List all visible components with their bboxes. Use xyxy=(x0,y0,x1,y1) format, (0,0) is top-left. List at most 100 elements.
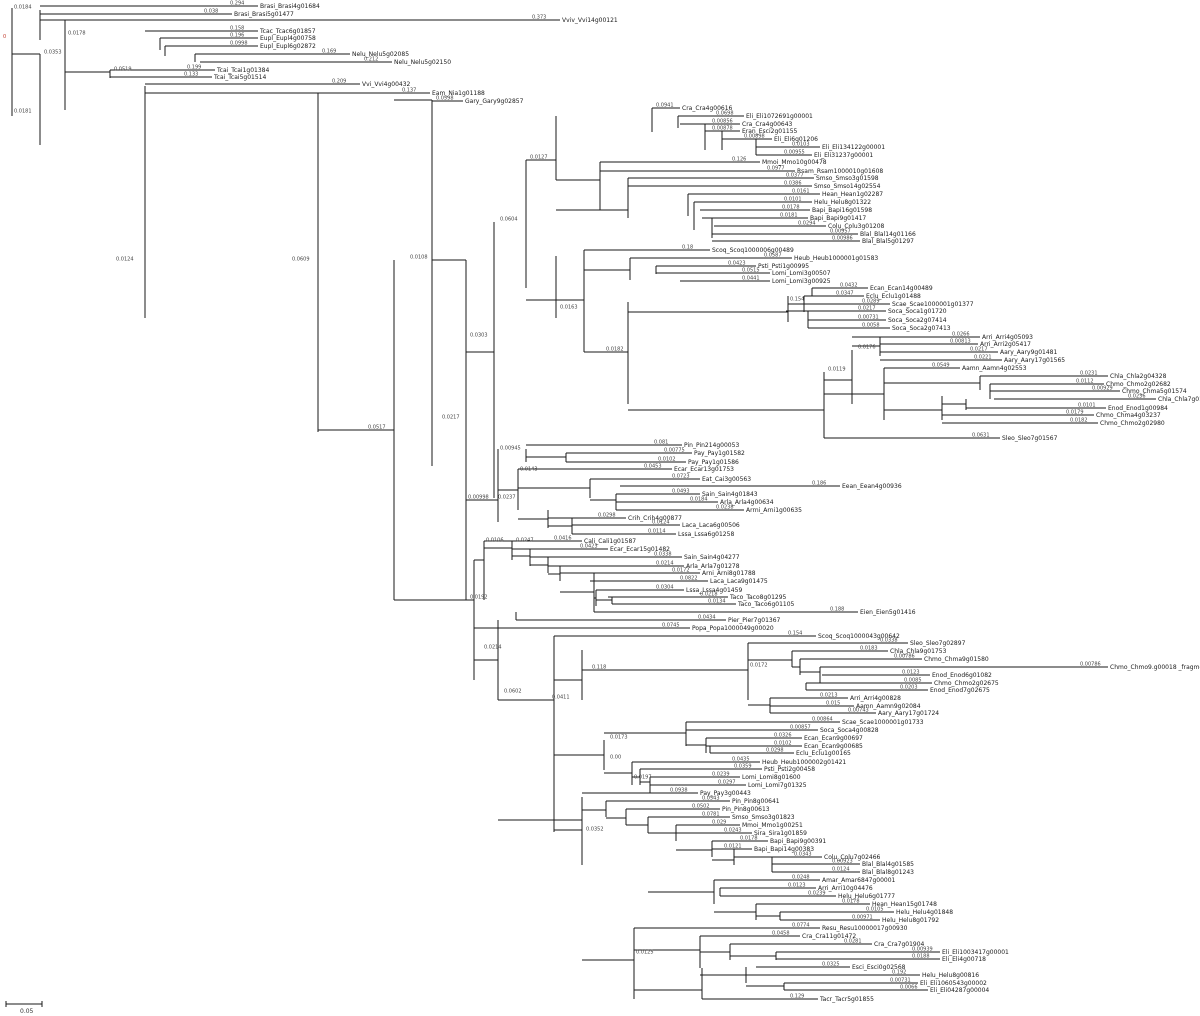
node-support-label: 0.0217 xyxy=(442,415,460,421)
leaf-label: Pay_Pay1g01586 xyxy=(688,459,739,466)
branch-length-label: 0.0217 xyxy=(858,306,876,312)
branch-length-label: 0.00786 xyxy=(894,654,915,660)
leaf-label: Eupl_Eupl4g00758 xyxy=(260,35,316,42)
branch-length-label: 0.0238 xyxy=(716,505,734,511)
leaf-label: Lomi_Lomi3g00925 xyxy=(772,278,831,285)
leaf-label: Hean_Hean15g01748 xyxy=(872,901,937,908)
leaf-label: Smso_Smso14g02554 xyxy=(814,183,881,190)
branch-length-label: 0.0178 xyxy=(782,205,800,211)
leaf-labels: Brasi_Brasi4g01684Brasi_Brasi5g01477Vviv… xyxy=(213,3,1200,1003)
node-support-label: 0.0125 xyxy=(636,950,654,956)
branch-length-label: 0.00878 xyxy=(712,126,733,132)
branch-length-label: 0.00957 xyxy=(830,229,851,235)
branch-length-label: 0.0745 xyxy=(662,623,680,629)
branch-length-label: 0.0123 xyxy=(902,670,920,676)
branch-length-label: 0.0124 xyxy=(652,520,670,526)
branch-length-label: 0.015 xyxy=(826,701,840,707)
branch-length-label: 0.0502 xyxy=(692,804,710,810)
branch-length-label: 0.0543 xyxy=(702,796,720,802)
branch-length-label: 0.0549 xyxy=(932,363,950,369)
leaf-label: Psti_Psti2g00458 xyxy=(764,766,815,773)
leaf-label: Taco_Taco6g01105 xyxy=(737,601,795,608)
node-support-label: 0.0517 xyxy=(368,425,386,431)
node-support-label: 0.00945 xyxy=(500,446,521,452)
branch-length-label: 0.0181 xyxy=(780,213,798,219)
node-support-label: 0.0192 xyxy=(470,595,488,601)
branch-length-label: 0.0124 xyxy=(832,867,850,873)
node-support-label: 0.0247 xyxy=(516,538,534,544)
branch-length-label: 0.00929 xyxy=(1092,386,1113,392)
branch-length-label: 0.0236 xyxy=(1128,394,1146,400)
branch-length-label: 0.0101 xyxy=(1078,403,1096,409)
leaf-label: Sira_Sira1g01859 xyxy=(754,830,807,837)
node-support-label: 0.0173 xyxy=(610,735,628,741)
branch-length-label: 0.0203 xyxy=(900,685,918,691)
branch-length-label: 0.00786 xyxy=(1080,662,1101,668)
leaf-label: Pay_Pay3g00443 xyxy=(700,790,751,797)
branch-length-label: 0.133 xyxy=(184,72,198,78)
branch-length-label: 0.154 xyxy=(788,631,802,637)
branch-length-label: 0.0239 xyxy=(712,772,730,778)
leaf-label: Pin_Pin8g00641 xyxy=(732,798,780,805)
branch-length-label: 0.00857 xyxy=(790,725,811,731)
branch-length-label: 0.0598 xyxy=(436,96,454,102)
branch-length-label: 0.0298 xyxy=(598,513,616,519)
branch-length-label: 0.0221 xyxy=(974,355,992,361)
leaf-label: Aary_Aary17g01724 xyxy=(878,710,939,717)
leaf-label: Smso_Smso3g01598 xyxy=(816,175,879,182)
leaf-label: Bapi_Bapi16g01598 xyxy=(812,207,872,214)
leaf-label: Chmo_Chmo2g02675 xyxy=(934,680,999,687)
leaf-label: Enod_Enod6g01082 xyxy=(932,672,992,679)
leaf-label: Helu_Helu8g00816 xyxy=(922,972,979,979)
leaf-label: Eien_Eien5g01416 xyxy=(860,609,916,616)
node-support-label: 0.0178 xyxy=(68,31,86,37)
branch-length-label: 0.0112 xyxy=(1076,379,1094,385)
leaf-label: Eli_Eli31237g00001 xyxy=(814,152,873,159)
leaf-label: Ecan_Ecan14g00489 xyxy=(870,285,933,292)
branch-length-label: 0.0123 xyxy=(788,883,806,889)
leaf-label: Tcai_Tcai1g01384 xyxy=(216,67,269,74)
branch-length-label: 0.0178 xyxy=(740,836,758,842)
leaf-label: Psti_Psti1g00995 xyxy=(758,263,809,270)
branch-length-label: 0.00743 xyxy=(848,708,869,714)
branch-length-label: 0.0386 xyxy=(784,181,802,187)
leaf-label: Ecar_Ecar13g01753 xyxy=(674,466,734,473)
branch-length-label: 0.169 xyxy=(322,49,336,55)
leaf-label: Eclu_Eclu1g00165 xyxy=(796,750,851,757)
leaf-label: Arni_Arni8g01788 xyxy=(702,570,756,577)
branch-length-label: 0.00775 xyxy=(664,448,685,454)
node-support-label: 0.0181 xyxy=(14,109,32,115)
leaf-label: Blal_Blal5g01297 xyxy=(862,238,914,245)
branch-length-label: 0.0102 xyxy=(774,741,792,747)
branch-length-label: 0.0114 xyxy=(648,529,666,535)
leaf-label: Ecan_Ecan9g00697 xyxy=(804,735,863,742)
leaf-label: Nelu_Nelu5g02150 xyxy=(394,59,451,66)
branch-length-label: 0.0102 xyxy=(658,457,676,463)
leaf-label: Blal_Blal4g01585 xyxy=(862,861,914,868)
branch-length-label: 0.0338 xyxy=(880,638,898,644)
branch-length-label: 0.0066 xyxy=(900,985,918,991)
leaf-label: Lssa_Lssa6g01258 xyxy=(678,531,734,538)
leaf-label: Heub_Heub1000002g01421 xyxy=(762,759,846,766)
leaf-label: Aary_Aary17g01565 xyxy=(1004,357,1065,364)
leaf-label: Mmoi_Mmo1g00251 xyxy=(742,822,803,829)
leaf-label: Mmoi_Mmo10g00478 xyxy=(762,159,827,166)
node-support-label: 0.0143 xyxy=(520,467,538,473)
leaf-label: Aamn_Aamn9g02084 xyxy=(856,703,921,710)
branch-length-label: 0.0304 xyxy=(656,585,674,591)
leaf-label: Bapi_Bapi14g00383 xyxy=(754,846,814,853)
leaf-label: Eupl_Eupl6g02872 xyxy=(260,43,316,50)
branch-length-label: 0.0178 xyxy=(842,899,860,905)
leaf-label: Eli_Eli1060543g00002 xyxy=(920,980,987,987)
branch-length-label: 0.137 xyxy=(402,88,416,94)
branch-length-label: 0.0058 xyxy=(862,323,880,329)
leaf-label: Cali_Cali1g01587 xyxy=(584,538,636,545)
leaf-label: Bapi_Bapi9g01417 xyxy=(810,215,866,222)
leaf-label: Taco_Taco8g01295 xyxy=(729,594,787,601)
node-support-label: 0.0214 xyxy=(484,645,502,651)
branch-length-label: 0.00986 xyxy=(832,236,853,242)
leaf-label: Lomi_Lomi7g01325 xyxy=(748,782,807,789)
leaf-label: Soca_Soca2g07413 xyxy=(892,325,951,332)
leaf-label: Tcai_Tcai5g01514 xyxy=(213,74,266,81)
